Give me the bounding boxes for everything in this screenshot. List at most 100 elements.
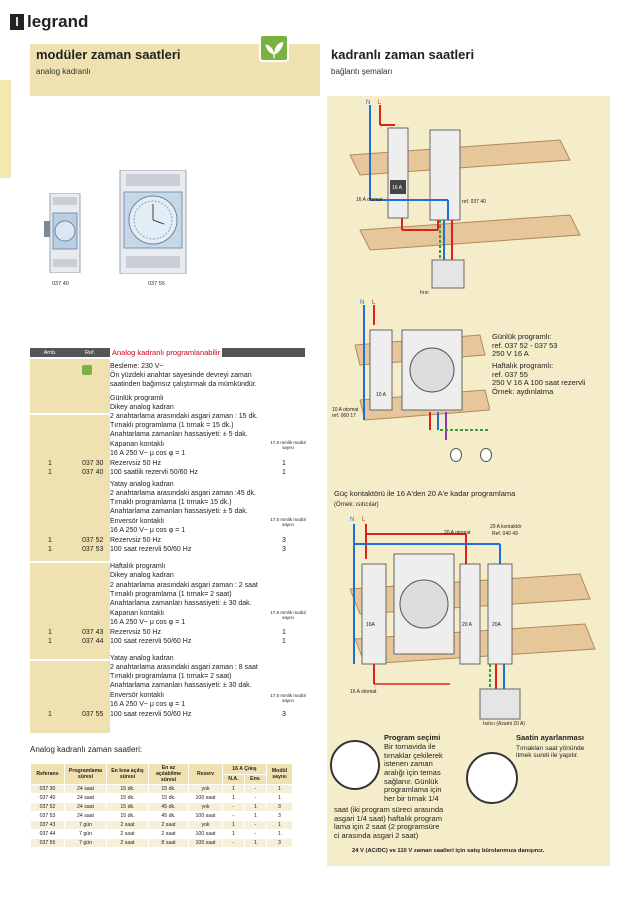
item-ref: 037 40 [82,469,104,476]
item-mod: 3 [282,711,286,718]
program-line: lama için 2 saat (2 programsüre [334,822,440,832]
item-desc: 100 saat rezervli 50/60 Hz [110,638,192,645]
item-desc: Rezervsiz 50 Hz [110,460,161,467]
cell: yok [188,784,223,794]
wiring-diagram-2: N L 10 A otomat ref. 060 17 10 A [332,300,491,470]
cell: 3 [266,811,293,821]
footnote: 24 V (AC/DC) ve 110 V zaman saatleri içi… [352,848,545,854]
cell: 100 saat [188,793,223,803]
label-16a: 16A [366,622,375,628]
cell: - [222,838,245,848]
order-table-body: Besleme: 230 V~ Ön yüzdeki anahtar sayes… [30,357,306,737]
diagram2-info: Günlük programlı: ref. 037 52 - 037 53 2… [492,332,585,396]
cell: 1 [266,793,293,803]
cell: - [243,820,268,830]
cell: 037 53 [30,811,65,821]
item-desc: 100 saatlik rezervli 50/60 Hz [110,469,198,476]
info-line: ref. 037 52 - 037 53 [492,340,558,350]
label-isitici: Isıtıcı (Azami 20 A) [483,721,525,727]
cell: 24 saat [64,784,107,794]
left-header-title: modüler zaman saatleri [36,47,181,62]
program-line: tırnaklar çekilerek [384,750,443,760]
cell: 1 [243,811,268,821]
wiring-diagram-3: N L 20 A otomat 20 A kontaktör Ref. 040 … [340,514,600,734]
cell: 15 dk. [106,784,149,794]
cell: 15 dk. [106,793,149,803]
intro-line: saatinden bağımsız çalıştırmak da mümkün… [110,381,257,388]
cell: 1 [222,784,245,794]
cell: 1 [222,820,245,830]
program-line: istenen zaman [384,759,433,769]
label-20a-kontaktor: 20 A kontaktör [490,524,522,530]
group-line: Enversör kontaklı [110,518,165,525]
right-header-title: kadranlı zaman saatleri [331,47,475,62]
cell: 100 saat [188,829,223,839]
cell: 24 saat [64,793,107,803]
cell: 1 [243,838,268,848]
item-ref: 037 43 [82,629,104,636]
cell: 2 saat [148,829,189,839]
program-line: her bir tırnak 1/4 [384,793,439,803]
group-line: Anahtarlama zamanları hassasiyeti: ± 30 … [110,682,252,689]
group-line: 16 A 250 V~ μ cos φ = 1 [110,701,186,708]
cell: 7 gün [64,829,107,839]
time-line: itmek sureti ile yapılır. [516,752,579,760]
summary-table: Referans Programlama süresi En kısa açıl… [30,763,293,848]
group-line: 2 anahtarlama arasındaki asgari zaman : … [110,413,258,420]
cell: 2 saat [106,820,149,830]
th-env: Env. [243,773,268,785]
cell: 1 [243,802,268,812]
cell: 100 saat [188,811,223,821]
group-line: Yatay analog kadran [110,481,174,488]
side-tab-strip [0,80,11,178]
group-line: Günlük programlı [110,395,164,402]
cell: 7 gün [64,820,107,830]
item-amb: 1 [48,711,52,718]
item-amb: 1 [48,460,52,467]
program-line: ci arasında asgari 2 saat) [334,830,419,840]
program-line: programlama için [384,785,442,795]
th-prog: Programlama süresi [64,763,107,785]
cell: 037 52 [30,802,65,812]
wiring-diagram-1: N L 16 A otomat ref. 037 40 16 A fırın [340,100,600,300]
group-bg-1 [30,415,110,561]
item-desc: Rezervsiz 50 Hz [110,537,161,544]
label-16a-otomat: 16 A otomat [350,689,377,695]
intro-line: Besleme: 230 V~ [110,363,164,370]
module-count-label: 17,5 mmlik modül sayısı [270,693,306,703]
cell: 8 saat [148,838,189,848]
group-line: Yatay analog kadran [110,655,174,662]
group-line: 16 A 250 V~ μ cos φ = 1 [110,527,186,534]
logo-mark: l [10,14,24,30]
group-line: Tırnaklı programlama (1 tırnak= 15 dk.) [110,499,232,506]
label-16a: 16 A [392,185,403,191]
item-ref: 037 53 [82,546,104,553]
th-output-group: 16 A Çıkış [222,763,267,775]
item-amb: 1 [48,469,52,476]
program-line: saat (iki program süreci arasında [334,805,444,814]
eco-leaf-icon [259,34,289,62]
group-bg-2 [30,563,110,659]
diagram3-subtitle: (Örnek: ısıtıcılar) [334,502,379,508]
group-line: Anahtarlama zamanları hassasiyeti: ± 30 … [110,600,252,607]
cell: 2 saat [106,829,149,839]
cell: 037 55 [30,838,65,848]
item-mod: 1 [282,629,286,636]
cell: 45 dk. [148,802,189,812]
info-line: Günlük programlı: [492,332,552,341]
order-table: Amb. Ref. Analog kadranlı programlanabil… [30,348,306,737]
group-line: 16 A 250 V~ μ cos φ = 1 [110,450,186,457]
cell: 037 43 [30,820,65,830]
th-min-can-open: En az açılabilme süresi [148,763,189,785]
group-line: Tırnaklı programlama (1 tırnak = 15 dk.) [110,422,234,429]
label-firin: fırın [420,290,429,296]
cell: 1 [222,793,245,803]
item-ref: 037 52 [82,537,104,544]
label-l: L [372,300,376,306]
diagram3-title: Güç kontaktörü ile 16 A'den 20 A'e kadar… [334,489,516,498]
cell: 3 [266,802,293,812]
